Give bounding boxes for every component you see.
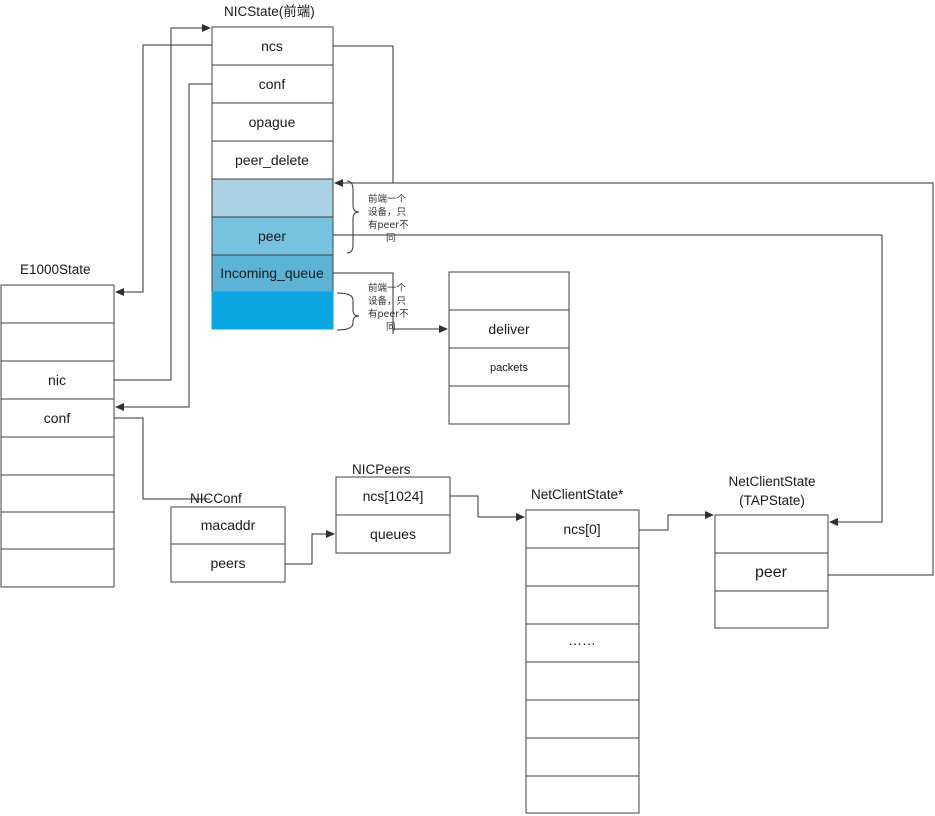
e1000state-cell-conf — [0, 398, 115, 438]
note1-line-2: 设备，只 — [368, 206, 406, 218]
e1000state-cell-1 — [0, 284, 115, 324]
note-2: 前端一个 设备，只 有peer不 同 — [336, 282, 409, 333]
nicstate-cell-opague — [211, 102, 334, 142]
nicstate-cell-ncs — [211, 26, 334, 66]
nicstate-label-opague: opague — [249, 114, 296, 130]
connector-ncs-to-e1000state — [115, 44, 212, 296]
ncs-ptr-label-ellipsis: …… — [568, 632, 596, 648]
netclientstate-ptr-struct: NetClientState* ncs[0] …… — [525, 487, 640, 814]
nicstate-title: NICState(前端) — [224, 3, 315, 19]
nicstate-cell-conf — [211, 64, 334, 104]
nicstate-label-peer: peer — [258, 228, 286, 244]
note2-line-1: 前端一个 — [368, 282, 407, 294]
ncs-ptr-cell-3 — [525, 585, 640, 625]
nicconf-cell-macaddr — [170, 506, 286, 545]
nicconf-title: NICConf — [190, 491, 242, 506]
nicconf-label-macaddr: macaddr — [201, 517, 256, 533]
connector-peer-to-tapstate — [333, 234, 883, 526]
e1000state-cell-7 — [0, 511, 115, 550]
note1-line-4: 同 — [386, 233, 396, 244]
nicstate-cell-blank-1 — [211, 178, 334, 218]
tap-cell-peer — [714, 552, 829, 592]
tap-title-line1: NetClientState — [728, 474, 815, 489]
queue-cell-4 — [448, 385, 570, 425]
ncs-ptr-cell-5 — [525, 661, 640, 701]
tap-cell-1 — [714, 514, 829, 554]
e1000state-label-conf: conf — [44, 410, 71, 426]
tap-cell-3 — [714, 590, 829, 629]
e1000state-cell-6 — [0, 474, 115, 513]
e1000state-title: E1000State — [20, 262, 91, 277]
brace-1 — [346, 180, 360, 254]
ncs-ptr-label-ncs0: ncs[0] — [563, 521, 600, 537]
note1-line-3: 有peer不 — [368, 219, 409, 231]
nicstate-struct: NICState(前端) ncs conf opague peer_delete… — [211, 3, 334, 330]
connector-conf-to-e1000-conf — [115, 83, 212, 411]
nicpeers-struct: NICPeers ncs[1024] queues — [335, 462, 451, 554]
queue-cell-1 — [448, 271, 570, 311]
nicpeers-label-ncs: ncs[1024] — [363, 488, 424, 504]
nicpeers-title: NICPeers — [352, 462, 411, 477]
queue-label-deliver: deliver — [488, 321, 530, 337]
e1000state-cell-8 — [0, 548, 115, 588]
note2-line-4: 同 — [386, 322, 396, 333]
e1000state-cell-2 — [0, 322, 115, 362]
e1000state-cell-5 — [0, 436, 115, 476]
ncs-ptr-cell-6 — [525, 699, 640, 739]
ncs-ptr-cell-2 — [525, 547, 640, 587]
tap-label-peer: peer — [755, 564, 788, 581]
nicstate-label-ncs: ncs — [261, 38, 283, 54]
e1000state-label-nic: nic — [48, 372, 66, 388]
netclientstate-tap-struct: NetClientState (TAPState) peer — [714, 474, 829, 629]
nicconf-struct: macaddr peers — [170, 506, 286, 583]
connector-incoming-queue — [333, 272, 394, 334]
queue-struct: deliver packets — [448, 271, 570, 425]
connector-ncs1024-to-netclientstate — [450, 495, 525, 521]
queue-cell-packets — [448, 347, 570, 387]
nicconf-cell-peers — [170, 543, 286, 583]
ncs-ptr-cell-7 — [525, 737, 640, 777]
nicstate-cell-peer-delete — [211, 140, 334, 180]
connector-nic-to-nicstate — [114, 24, 211, 381]
netclientstate-ptr-title: NetClientState* — [531, 487, 624, 502]
ncs-ptr-cell-8 — [525, 775, 640, 814]
nicstate-label-peer-delete: peer_delete — [235, 152, 309, 168]
nicstate-cell-incoming-queue — [211, 254, 334, 293]
connector-ncs-right — [333, 45, 394, 183]
ncs-ptr-cell-4 — [525, 623, 640, 663]
connector-e1000-conf-to-nicconf — [114, 417, 210, 500]
brace-2 — [336, 292, 360, 331]
connector-tap-peer-to-nicstate — [334, 179, 934, 576]
connector-peers-to-nicpeers — [285, 530, 335, 565]
note1-line-1: 前端一个 — [368, 193, 407, 205]
connector-ncs0-to-tapstate — [639, 511, 714, 531]
note-1: 前端一个 设备，只 有peer不 同 — [346, 180, 409, 254]
nicpeers-label-queues: queues — [370, 526, 416, 542]
queue-label-packets: packets — [490, 362, 528, 374]
nicstate-cell-blank-2 — [211, 291, 334, 330]
note2-line-3: 有peer不 — [368, 308, 409, 320]
note2-line-2: 设备，只 — [368, 295, 406, 307]
nicstate-label-incoming-queue: Incoming_queue — [220, 265, 324, 281]
tap-title-line2: (TAPState) — [739, 493, 805, 508]
nicstate-label-conf: conf — [259, 76, 286, 92]
e1000state-struct: E1000State nic conf — [0, 262, 115, 588]
nicpeers-cell-queues — [335, 514, 451, 554]
nicconf-label-peers: peers — [210, 555, 245, 571]
